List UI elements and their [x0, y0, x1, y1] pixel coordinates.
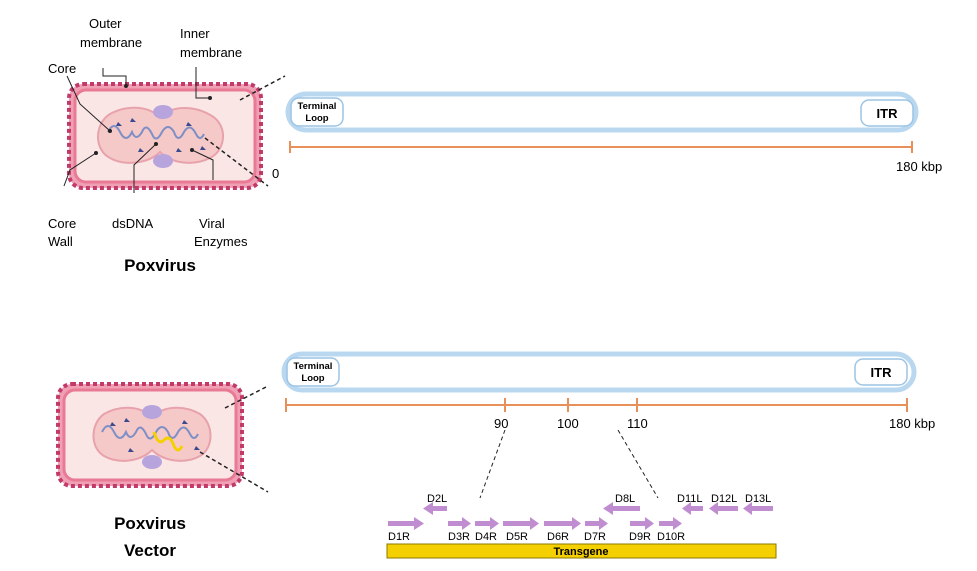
- gene-arrow-d10r: [659, 517, 682, 530]
- detail-zoom-line-left: [479, 429, 506, 499]
- scale-start-label: 0: [272, 166, 279, 181]
- poxvirus-genome: Terminal Loop ITR 0 180 kbp: [272, 91, 942, 181]
- gene-label-d2l: D2L: [427, 493, 447, 505]
- outer-membrane-label-2: membrane: [80, 35, 142, 50]
- dsdna-label: dsDNA: [112, 216, 154, 231]
- leftward-gene-arrows: [423, 502, 773, 515]
- itr-label: ITR: [877, 106, 899, 121]
- vector-terminal-loop-box: [286, 357, 340, 387]
- gene-arrow-d8l: [603, 502, 640, 515]
- gene-arrow-d7r: [585, 517, 608, 530]
- vector-terminal-loop-label-1: Terminal: [294, 361, 333, 372]
- vector-scale-end-label: 180 kbp: [889, 416, 935, 431]
- zoom-line-top: [239, 75, 286, 101]
- label-leaders: [63, 67, 214, 193]
- lateral-body-top: [153, 105, 173, 119]
- viral-enzymes-label-1: Viral: [199, 216, 225, 231]
- terminal-loop-label-2: Loop: [305, 113, 328, 124]
- gene-arrow-d6r: [544, 517, 581, 530]
- gene-label-d6r: D6R: [547, 531, 569, 543]
- core-label: Core: [48, 61, 76, 76]
- tick-110-label: 110: [627, 416, 648, 431]
- gene-label-d7r: D7R: [584, 531, 606, 543]
- inner-membrane-label-1: Inner: [180, 26, 210, 41]
- outer-membrane-label-1: Outer: [89, 16, 122, 31]
- gene-label-d4r: D4R: [475, 531, 497, 543]
- dsdna-strand: [107, 125, 205, 140]
- vector-viral-enzymes: [110, 418, 200, 452]
- detail-zoom-line-right: [617, 429, 659, 499]
- transgene-bar: [386, 543, 777, 559]
- genome-bar: [285, 91, 919, 133]
- gene-arrow-d1r: [388, 517, 424, 530]
- vector-terminal-loop-label-2: Loop: [301, 373, 324, 384]
- terminal-loop-label-1: Terminal: [298, 101, 337, 112]
- lateral-body-bottom: [153, 154, 173, 168]
- gene-label-d8l: D8L: [615, 493, 635, 505]
- gene-arrow-d5r: [503, 517, 539, 530]
- gene-label-d13l: D13L: [745, 493, 771, 505]
- vector-genome: Terminal Loop ITR 90 100 110 180 kbp: [281, 351, 935, 499]
- gene-arrow-d11l: [682, 502, 703, 515]
- gene-label-d12l: D12L: [711, 493, 737, 505]
- transgene-label: Transgene: [553, 546, 608, 558]
- vector-title-2: Vector: [124, 541, 176, 560]
- vector-lateral-body-bottom: [142, 455, 162, 469]
- core-wall-label-2: Wall: [48, 234, 73, 249]
- vector-itr-box: [854, 358, 908, 386]
- vector-title-1: Poxvirus: [114, 514, 186, 533]
- vector-dsdna-strand: [101, 425, 199, 440]
- tick-90-label: 90: [494, 416, 508, 431]
- gene-arrow-d3r: [448, 517, 471, 530]
- poxvirus-vector-virion: [56, 382, 269, 493]
- core-wall-label-1: Core: [48, 216, 76, 231]
- inner-membrane-label-2: membrane: [180, 45, 242, 60]
- gene-label-d3r: D3R: [448, 531, 470, 543]
- gene-label-d9r: D9R: [629, 531, 651, 543]
- gene-label-d5r: D5R: [506, 531, 528, 543]
- vector-genome-bar: [281, 351, 917, 393]
- gene-arrow-d4r: [475, 517, 499, 530]
- transgene-insert: [152, 431, 184, 452]
- gene-arrow-d9r: [630, 517, 654, 530]
- terminal-loop-box: [290, 97, 344, 127]
- gene-arrow-d13l: [743, 502, 773, 515]
- poxvirus-title: Poxvirus: [124, 256, 196, 275]
- vector-zoom-line-bottom: [199, 451, 269, 493]
- gene-label-d10r: D10R: [657, 531, 685, 543]
- itr-box: [860, 99, 914, 127]
- tick-100-label: 100: [557, 416, 579, 431]
- viral-enzymes: [116, 118, 206, 152]
- gene-label-d1r: D1R: [388, 531, 410, 543]
- scale-end-label: 180 kbp: [896, 159, 942, 174]
- vector-lateral-body-top: [142, 405, 162, 419]
- leader-dots: [94, 84, 212, 155]
- vector-itr-label: ITR: [871, 365, 893, 380]
- gene-label-d11l: D11L: [677, 493, 702, 505]
- rightward-gene-arrows: [388, 517, 682, 530]
- viral-enzymes-label-2: Enzymes: [194, 234, 248, 249]
- zoom-line-bottom: [204, 137, 269, 187]
- gene-arrow-d12l: [709, 502, 738, 515]
- vector-zoom-line-top: [224, 385, 269, 409]
- gene-arrow-d2l: [423, 502, 447, 515]
- gene-map: D2L D8L D11L D12L D13L D1R D3R D4R D5R D…: [386, 493, 777, 559]
- poxvirus-virion: [67, 75, 286, 190]
